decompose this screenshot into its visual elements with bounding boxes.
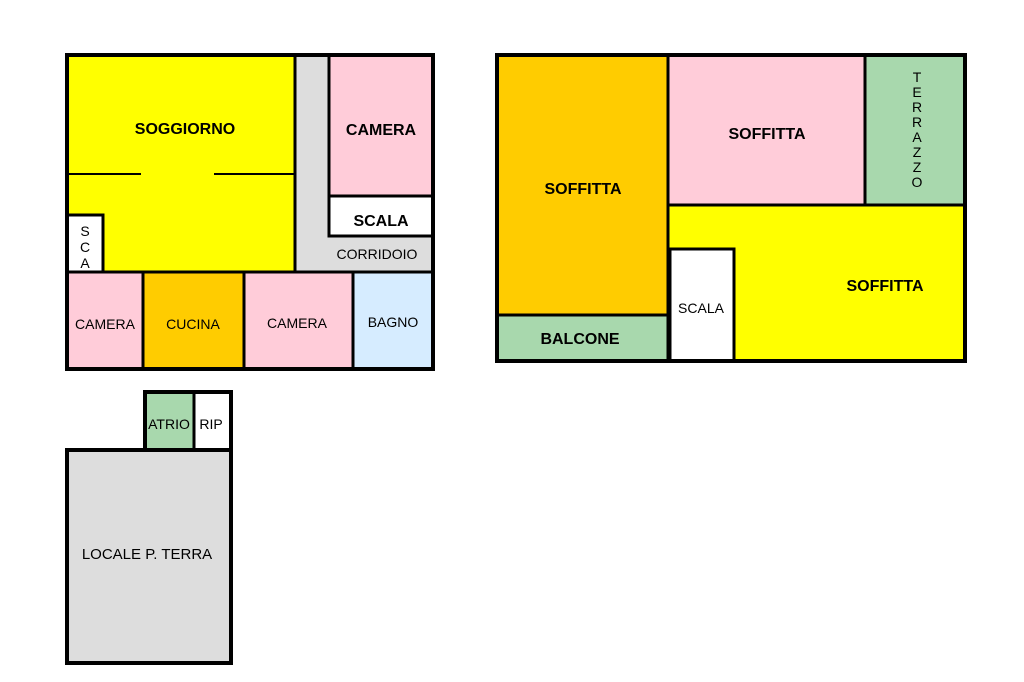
label-terrazzo-8: O (912, 174, 923, 190)
label-atrio: ATRIO (148, 416, 190, 432)
room-soggiorno (65, 53, 297, 274)
label-soffitta-top: SOFFITTA (728, 126, 805, 143)
label-balcone: BALCONE (540, 331, 619, 348)
label-scala-side-3: A (80, 255, 90, 271)
room-soffitta-top (666, 53, 867, 207)
label-soggiorno: SOGGIORNO (135, 121, 235, 138)
floor-plan-3: ATRIO RIP LOCALE P. TERRA (65, 390, 233, 665)
floor-plan-2: SOFFITTA SOFFITTA SOFFITTA SCALA BALCONE… (495, 53, 967, 363)
label-scala-side-2: C (80, 239, 90, 255)
label-scala: SCALA (678, 300, 725, 316)
label-soffitta-left: SOFFITTA (544, 181, 621, 198)
room-balcone (495, 313, 670, 363)
label-cucina: CUCINA (166, 316, 220, 332)
label-terrazzo-4: R (912, 114, 922, 130)
label-terrazzo-3: R (912, 99, 922, 115)
label-bagno: BAGNO (368, 314, 419, 330)
room-locale-p-terra (65, 448, 233, 665)
label-camera-top: CAMERA (346, 122, 417, 139)
room-scala-top (327, 194, 435, 238)
label-scala-side-1: S (80, 223, 89, 239)
label-terrazzo-1: T (913, 69, 922, 85)
label-terrazzo-7: Z (913, 159, 922, 175)
label-rip: RIP (199, 416, 222, 432)
floor-plan-1: SOGGIORNO CAMERA SCALA CORRIDOIO S C A C… (65, 53, 435, 371)
label-terrazzo-2: E (912, 84, 921, 100)
room-scala-side (65, 213, 105, 274)
plan-1-outer-wall (65, 53, 435, 371)
label-soffitta-right: SOFFITTA (846, 278, 923, 295)
label-corridoio: CORRIDOIO (337, 246, 418, 262)
plan-2-outer-wall (495, 53, 967, 363)
label-terrazzo: T E R R A Z Z O (912, 69, 923, 190)
room-bagno (351, 270, 435, 371)
label-terrazzo-5: A (912, 129, 922, 145)
label-terrazzo-6: Z (913, 144, 922, 160)
label-camera-left: CAMERA (75, 316, 136, 332)
label-camera-mid: CAMERA (267, 315, 328, 331)
room-scala (668, 247, 736, 363)
label-locale: LOCALE P. TERRA (82, 546, 212, 563)
room-camera-top (327, 53, 435, 198)
label-scala-top: SCALA (353, 213, 409, 230)
